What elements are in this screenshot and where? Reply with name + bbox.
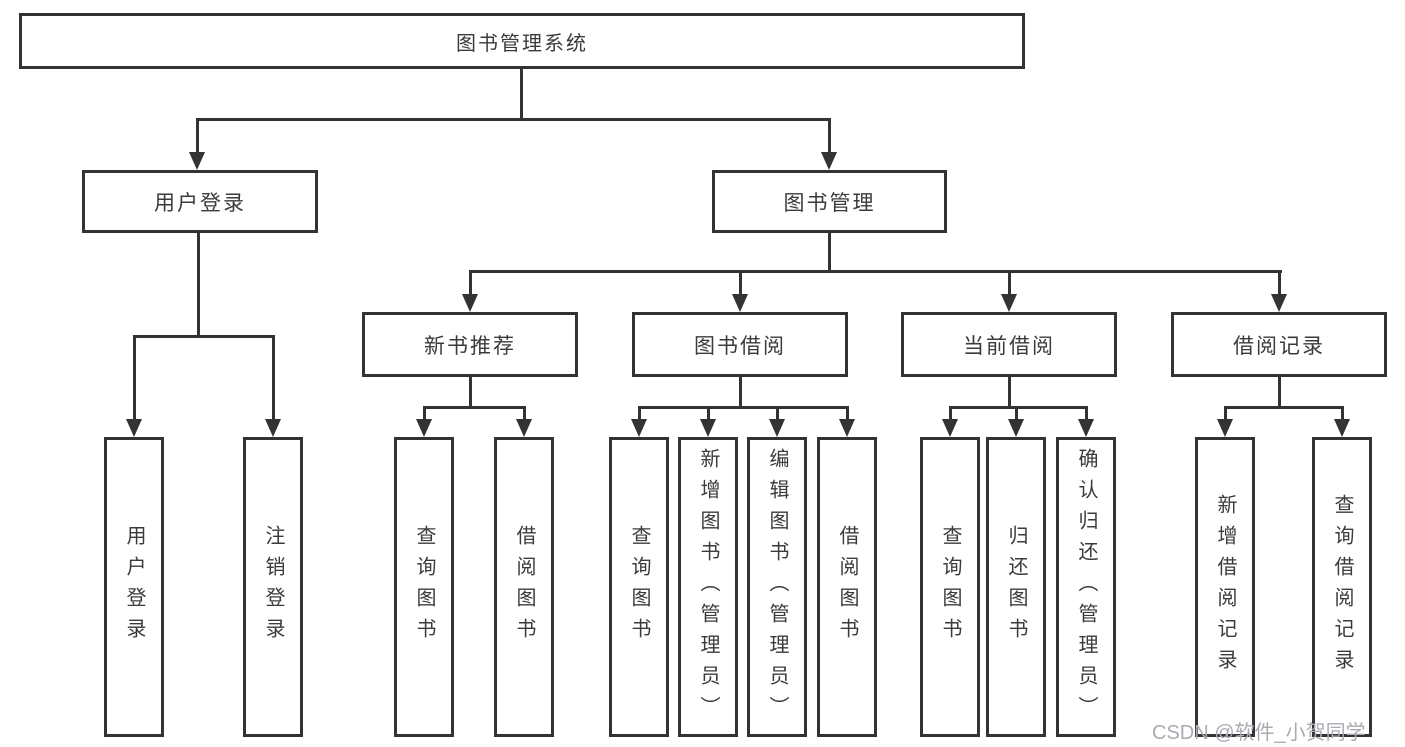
leaf-logout-label: 注销登录 — [262, 525, 284, 649]
connector-line — [776, 406, 779, 421]
arrowhead-down-icon — [189, 152, 205, 170]
connector-line — [1224, 406, 1227, 421]
arrowhead-down-icon — [126, 419, 142, 437]
arrowhead-down-icon — [516, 419, 532, 437]
leaf-query-borrow-record-label: 查询借阅记录 — [1331, 494, 1353, 680]
connector-line — [133, 335, 275, 338]
connector-line — [1278, 270, 1281, 296]
connector-line — [949, 406, 1088, 409]
connector-line — [469, 270, 472, 296]
connector-line — [739, 270, 742, 296]
connector-line — [828, 118, 831, 154]
node-root-label: 图书管理系统 — [456, 32, 588, 55]
leaf-logout: 注销登录 — [243, 437, 303, 737]
arrowhead-down-icon — [769, 419, 785, 437]
connector-line — [1341, 406, 1344, 421]
connector-line — [423, 406, 526, 409]
connector-line — [1224, 406, 1344, 409]
node-root: 图书管理系统 — [19, 13, 1025, 69]
arrowhead-down-icon — [700, 419, 716, 437]
connector-line — [1008, 377, 1011, 409]
leaf-add-borrow-record: 新增借阅记录 — [1195, 437, 1255, 737]
connector-line — [196, 118, 831, 121]
leaf-borrow-books-recommend: 借阅图书 — [494, 437, 554, 737]
arrowhead-down-icon — [462, 294, 478, 312]
node-borrow-records-label: 借阅记录 — [1233, 334, 1325, 358]
connector-line — [197, 233, 200, 337]
node-book-management-label: 图书管理 — [783, 191, 876, 215]
arrowhead-down-icon — [416, 419, 432, 437]
leaf-query-books-current: 查询图书 — [920, 437, 980, 737]
connector-line — [949, 406, 952, 421]
leaf-add-book-admin: 新增图书（管理员） — [678, 437, 738, 737]
leaf-edit-book-admin: 编辑图书（管理员） — [747, 437, 807, 737]
leaf-query-books-recommend: 查询图书 — [394, 437, 454, 737]
arrowhead-down-icon — [942, 419, 958, 437]
csdn-watermark: CSDN @软件_小贺同学 — [1152, 722, 1366, 744]
arrowhead-down-icon — [1271, 294, 1287, 312]
connector-line — [1015, 406, 1018, 421]
node-borrow-records: 借阅记录 — [1171, 312, 1387, 377]
connector-line — [1008, 270, 1011, 296]
node-new-book-recommend: 新书推荐 — [362, 312, 578, 377]
arrowhead-down-icon — [732, 294, 748, 312]
node-book-management: 图书管理 — [712, 170, 947, 233]
node-user-login: 用户登录 — [82, 170, 318, 233]
leaf-borrow-books-borrow: 借阅图书 — [817, 437, 877, 737]
connector-line — [739, 377, 742, 409]
connector-line — [520, 69, 523, 118]
leaf-edit-book-admin-label: 编辑图书（管理员） — [766, 447, 788, 727]
connector-line — [707, 406, 710, 421]
node-new-book-recommend-label: 新书推荐 — [424, 334, 516, 358]
arrowhead-down-icon — [1217, 419, 1233, 437]
node-user-login-label: 用户登录 — [154, 191, 246, 215]
connector-line — [846, 406, 849, 421]
leaf-user-login: 用户登录 — [104, 437, 164, 737]
arrowhead-down-icon — [839, 419, 855, 437]
arrowhead-down-icon — [1001, 294, 1017, 312]
connector-line — [523, 406, 526, 421]
node-current-borrow-label: 当前借阅 — [963, 334, 1055, 358]
leaf-query-books-recommend-label: 查询图书 — [413, 525, 435, 649]
leaf-query-books-borrow: 查询图书 — [609, 437, 669, 737]
leaf-borrow-books-borrow-label: 借阅图书 — [836, 525, 858, 649]
leaf-confirm-return-admin: 确认归还（管理员） — [1056, 437, 1116, 737]
arrowhead-down-icon — [1078, 419, 1094, 437]
arrowhead-down-icon — [821, 152, 837, 170]
arrowhead-down-icon — [631, 419, 647, 437]
leaf-return-book: 归还图书 — [986, 437, 1046, 737]
arrowhead-down-icon — [1008, 419, 1024, 437]
leaf-confirm-return-admin-label: 确认归还（管理员） — [1075, 447, 1097, 727]
leaf-add-borrow-record-label: 新增借阅记录 — [1214, 494, 1236, 680]
connector-line — [272, 335, 275, 421]
connector-line — [1085, 406, 1088, 421]
connector-line — [469, 377, 472, 409]
node-book-borrow: 图书借阅 — [632, 312, 848, 377]
connector-line — [638, 406, 641, 421]
connector-line — [423, 406, 426, 421]
leaf-return-book-label: 归还图书 — [1005, 525, 1027, 649]
connector-line — [828, 233, 831, 272]
connector-line — [638, 406, 849, 409]
connector-line — [133, 335, 136, 421]
node-book-borrow-label: 图书借阅 — [694, 334, 786, 358]
arrowhead-down-icon — [1334, 419, 1350, 437]
leaf-query-borrow-record: 查询借阅记录 — [1312, 437, 1372, 737]
connector-line — [1278, 377, 1281, 409]
arrowhead-down-icon — [265, 419, 281, 437]
connector-line — [469, 270, 1282, 273]
connector-line — [196, 118, 199, 154]
leaf-borrow-books-recommend-label: 借阅图书 — [513, 525, 535, 649]
leaf-add-book-admin-label: 新增图书（管理员） — [697, 447, 719, 727]
leaf-user-login-label: 用户登录 — [123, 525, 145, 649]
node-current-borrow: 当前借阅 — [901, 312, 1117, 377]
leaf-query-books-current-label: 查询图书 — [939, 525, 961, 649]
leaf-query-books-borrow-label: 查询图书 — [628, 525, 650, 649]
